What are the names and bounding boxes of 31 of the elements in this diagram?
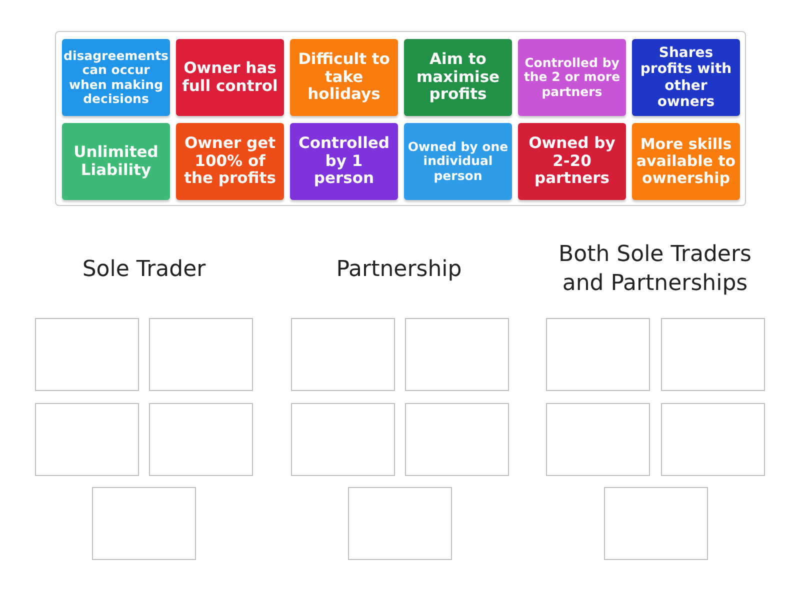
answer-tile: Owner has full control — [176, 39, 284, 116]
answer-tile: Owned by one individual person — [404, 123, 512, 200]
answer-tile: Controlled by 1 person — [290, 123, 398, 200]
drop-zone — [35, 318, 139, 391]
drop-zone — [149, 318, 253, 391]
answer-tile: disagreements can occur when making decisions — [62, 39, 170, 116]
answer-tile: Owned by 2-20 partners — [518, 123, 626, 200]
drop-zone — [405, 403, 509, 476]
drop-zone — [661, 403, 765, 476]
drop-zone — [291, 318, 395, 391]
drop-zone — [149, 403, 253, 476]
drop-zone — [348, 487, 452, 560]
drop-zone — [661, 318, 765, 391]
answer-tile: Difficult to take holidays — [290, 39, 398, 116]
column-heading: Partnership — [335, 256, 463, 284]
drop-zone — [546, 403, 650, 476]
answer-tile: Owner get 100% of the profits — [176, 123, 284, 200]
column-heading: Both Sole Traders and Partnerships — [558, 241, 752, 298]
answer-tile: Aim to maximise profits — [404, 39, 512, 116]
answer-tile: Shares profits with other owners — [632, 39, 740, 116]
drop-zone — [35, 403, 139, 476]
drop-zone — [546, 318, 650, 391]
tile-tray — [55, 31, 746, 206]
drop-zone — [291, 403, 395, 476]
drop-zone — [604, 487, 708, 560]
drop-zone — [92, 487, 196, 560]
answer-tile: Controlled by the 2 or more partners — [518, 39, 626, 116]
column-heading: Sole Trader — [81, 256, 207, 284]
answer-tile: Unlimited Liability — [62, 123, 170, 200]
drop-zone — [405, 318, 509, 391]
answer-tile: More skills available to ownership — [632, 123, 740, 200]
